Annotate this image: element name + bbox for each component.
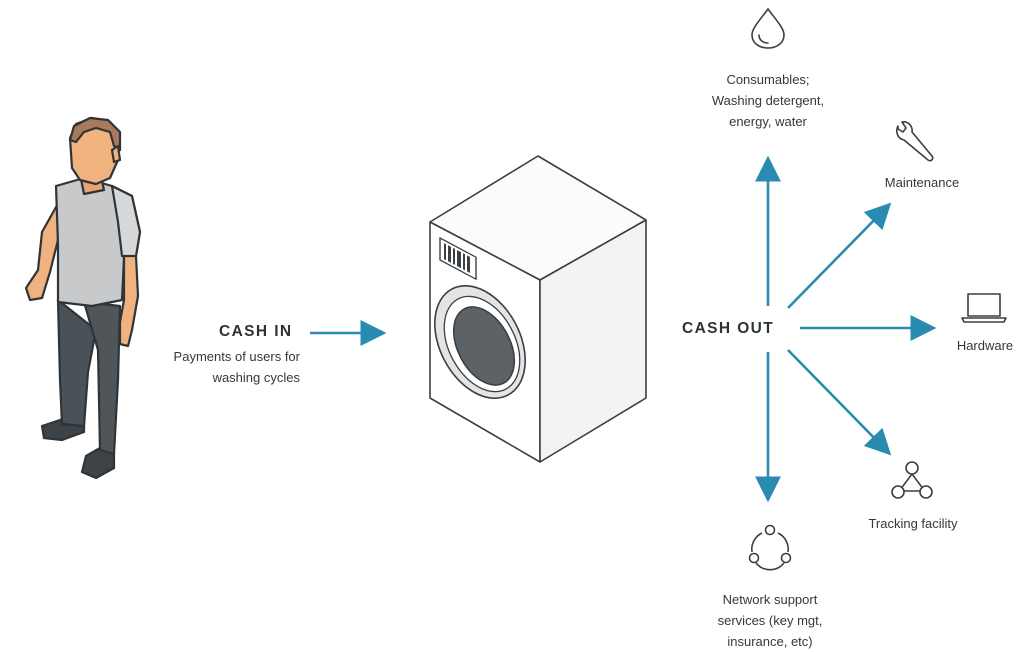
cash-in-desc-line-1: Payments of users for (173, 349, 300, 364)
hardware-label: Hardware (944, 335, 1026, 356)
network-nodes-icon (891, 461, 933, 499)
arrow-tracking (787, 349, 892, 456)
cash-in-description: Payments of users for washing cycles (140, 346, 300, 388)
cash-out-arrows (755, 155, 937, 503)
arrow-maintenance (787, 202, 892, 309)
laptop-icon (961, 293, 1007, 323)
network-line-1: Network support (722, 592, 818, 607)
wrench-icon (896, 121, 934, 162)
network-line-3: insurance, etc) (727, 634, 813, 649)
person-illustration (24, 116, 142, 480)
tracking-line-1: Tracking facility (868, 516, 958, 531)
consumables-line-2: Washing detergent, (711, 93, 825, 108)
network-support-label: Network support services (key mgt, insur… (690, 589, 850, 652)
water-drop-icon (751, 7, 785, 49)
consumables-line-1: Consumables; (726, 72, 810, 87)
maintenance-label: Maintenance (862, 172, 982, 193)
washing-machine-illustration (429, 155, 647, 463)
cash-out-heading: CASH OUT (682, 320, 775, 337)
tracking-label: Tracking facility (852, 513, 974, 534)
cash-in-desc-line-2: washing cycles (212, 370, 300, 385)
cash-in-heading: CASH IN (219, 323, 293, 340)
consumables-line-3: energy, water (729, 114, 807, 129)
maintenance-line-1: Maintenance (884, 175, 960, 190)
hardware-line-1: Hardware (956, 338, 1014, 353)
consumables-label: Consumables; Washing detergent, energy, … (688, 69, 848, 132)
network-line-2: services (key mgt, (717, 613, 823, 628)
cycle-nodes-icon (748, 524, 792, 571)
